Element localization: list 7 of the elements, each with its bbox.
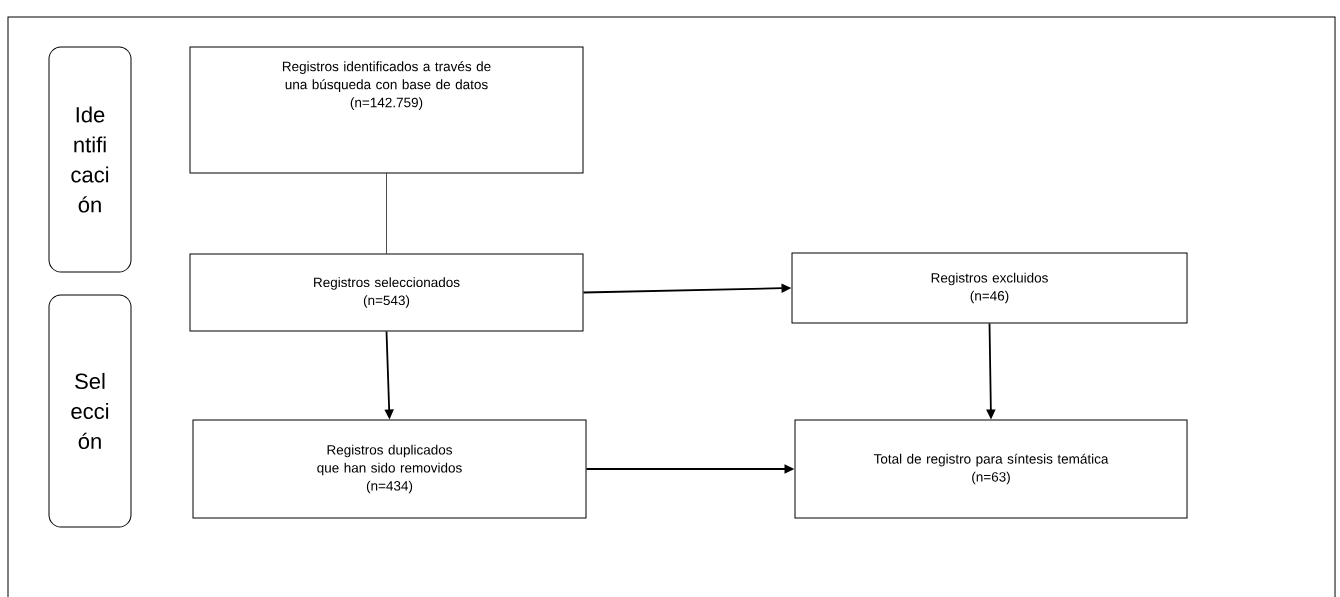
process-box: Registros seleccionados (n=543) bbox=[189, 253, 584, 332]
process-box: Registros identificados a través de una búsqueda con base de datos (n=142.759) bbox=[189, 46, 584, 174]
process-box: Registros excluidos (n=46) bbox=[791, 252, 1188, 324]
process-box: Registros duplicados que han sido removidos (n=434) bbox=[192, 419, 587, 519]
stage-label-box: Ide ntifi caci ón bbox=[48, 46, 132, 273]
stage-label-box: Sel ecci ón bbox=[48, 294, 132, 528]
process-box: Total de registro para síntesis temática (n=63) bbox=[794, 419, 1188, 519]
